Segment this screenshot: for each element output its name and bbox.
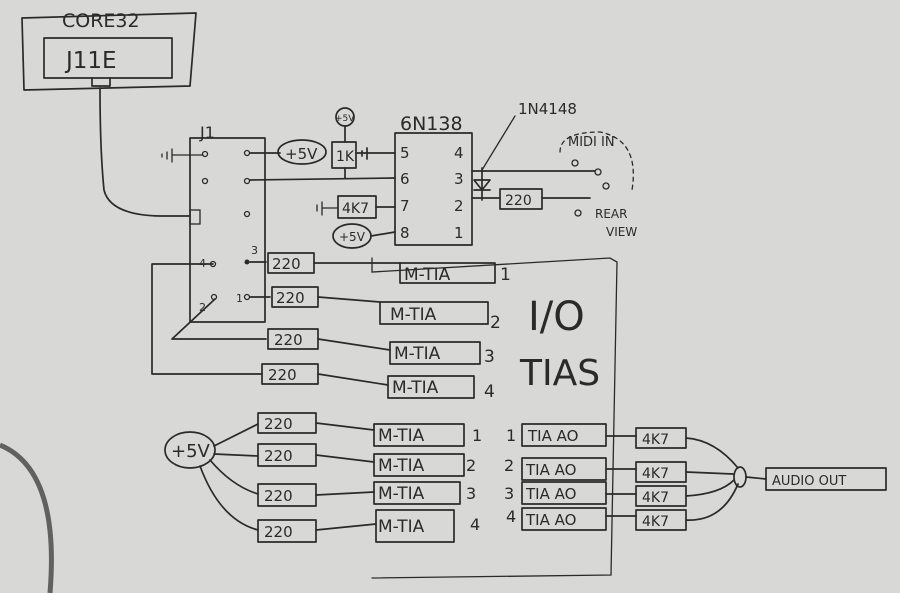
diode-1n4148 <box>473 167 491 201</box>
svg-text:5: 5 <box>400 144 410 162</box>
svg-text:2: 2 <box>466 456 476 475</box>
svg-text:M-TIA: M-TIA <box>378 456 425 476</box>
audio-row-3: 220 M-TIA 3 3 TIA AO 4K7 <box>257 479 735 507</box>
svg-text:220: 220 <box>268 366 297 384</box>
svg-text:M-TIA: M-TIA <box>404 265 451 285</box>
svg-text:4K7: 4K7 <box>642 514 669 530</box>
svg-text:M-TIA: M-TIA <box>378 426 425 446</box>
io-row-2: 220 M-TIA 2 <box>271 286 501 333</box>
svg-text:1: 1 <box>500 265 511 285</box>
svg-text:4K7: 4K7 <box>342 201 369 217</box>
header-pin2: 2 <box>199 301 206 314</box>
io-bracket <box>371 257 618 579</box>
svg-text:1K: 1K <box>336 149 355 165</box>
audio-row-1: 220 M-TIA 1 1 TIA AO 4K7 <box>257 412 739 469</box>
svg-text:3: 3 <box>484 347 495 367</box>
shadow-arc <box>0 442 54 593</box>
svg-text:M-TIA: M-TIA <box>390 305 437 325</box>
core32-board: CORE32 J11E <box>21 10 197 91</box>
supply-badge-a: +5V <box>277 139 327 165</box>
svg-text:M-TIA: M-TIA <box>394 344 441 364</box>
midi-note-rear: REAR <box>595 207 627 221</box>
svg-text:4K7: 4K7 <box>642 466 669 482</box>
io-row-4: 220 M-TIA 4 <box>261 363 495 402</box>
svg-text:TIA AO: TIA AO <box>525 461 576 479</box>
audio-row-4: 220 M-TIA 4 4 TIA AO 4K7 <box>257 483 739 543</box>
board-connector-label: J11E <box>64 48 117 74</box>
svg-text:2: 2 <box>490 313 501 333</box>
io-title: I/O <box>528 294 585 340</box>
audio-out-jack: AUDIO OUT <box>733 466 887 491</box>
audio-out-label: AUDIO OUT <box>772 474 846 489</box>
svg-text:M-TIA: M-TIA <box>378 484 425 504</box>
svg-text:2: 2 <box>454 197 464 215</box>
svg-text:220: 220 <box>264 447 293 465</box>
svg-text:3: 3 <box>466 484 476 503</box>
svg-text:6: 6 <box>400 170 410 188</box>
svg-text:1: 1 <box>472 426 482 445</box>
svg-text:TIA AO: TIA AO <box>525 511 576 529</box>
resistor-1k: 1K <box>331 141 357 169</box>
svg-text:2: 2 <box>504 456 514 475</box>
svg-text:4K7: 4K7 <box>642 490 669 506</box>
header-label: J1 <box>199 123 215 142</box>
optocoupler-6n138: 6N138 5 6 7 8 4 3 2 1 <box>394 113 473 246</box>
svg-text:TIA AO: TIA AO <box>527 427 578 445</box>
header-pin3: 3 <box>251 244 258 257</box>
svg-text:M-TIA: M-TIA <box>378 517 425 537</box>
svg-text:1: 1 <box>454 224 464 242</box>
midi-label: MIDI IN <box>568 135 615 150</box>
svg-text:220: 220 <box>272 255 301 273</box>
svg-text:4: 4 <box>506 507 516 526</box>
board-label: CORE32 <box>62 10 140 32</box>
audio-row-2: 220 M-TIA 2 2 TIA AO 4K7 <box>257 443 734 483</box>
svg-text:M-TIA: M-TIA <box>392 378 439 398</box>
wire-pin6 <box>249 177 396 181</box>
diode-label: 1N4148 <box>518 100 577 118</box>
svg-text:3: 3 <box>504 484 514 503</box>
svg-text:8: 8 <box>400 224 410 242</box>
svg-text:+5V: +5V <box>285 145 318 163</box>
svg-text:4K7: 4K7 <box>642 432 669 448</box>
io-row-1: 220 M-TIA 1 <box>267 252 511 285</box>
svg-text:1: 1 <box>506 426 516 445</box>
io-row-3: 220 M-TIA 3 <box>267 328 495 367</box>
io-subtitle: TIAS <box>519 353 600 394</box>
svg-text:+5V: +5V <box>171 441 211 462</box>
svg-text:4: 4 <box>470 515 480 534</box>
ribbon-wire <box>99 87 191 217</box>
supply-badge-big: +5V <box>164 431 216 469</box>
svg-text:3: 3 <box>454 170 464 188</box>
svg-text:+5V: +5V <box>339 230 366 244</box>
header-j1: J1 4 3 2 1 <box>161 123 266 323</box>
svg-text:+5V: +5V <box>335 114 355 124</box>
svg-text:220: 220 <box>264 523 293 541</box>
optocoupler-label: 6N138 <box>400 113 463 135</box>
resistor-220-midi: 220 <box>499 188 543 210</box>
svg-text:TIA AO: TIA AO <box>525 485 576 503</box>
svg-text:7: 7 <box>400 197 410 215</box>
svg-text:220: 220 <box>264 487 293 505</box>
header-pin1: 1 <box>236 292 243 305</box>
midi-note-view: VIEW <box>606 225 637 239</box>
svg-text:4: 4 <box>484 382 495 402</box>
svg-text:220: 220 <box>264 415 293 433</box>
svg-text:220: 220 <box>505 193 532 209</box>
svg-text:220: 220 <box>276 289 305 307</box>
svg-text:220: 220 <box>274 331 303 349</box>
midi-in-connector: MIDI IN REAR VIEW <box>559 131 637 239</box>
svg-text:4: 4 <box>454 144 464 162</box>
